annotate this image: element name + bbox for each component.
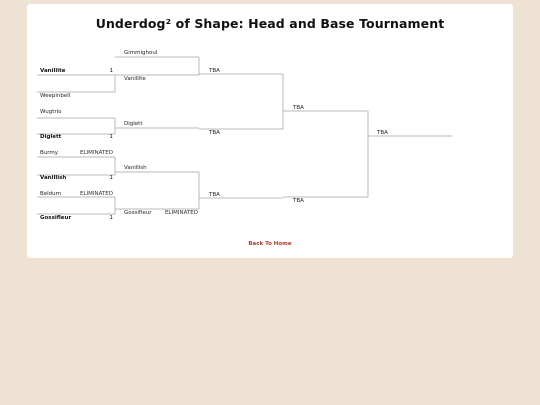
r1-name-8: Gossifleur — [40, 215, 72, 221]
r2-status-5: ELIMINATED — [164, 210, 198, 216]
r1-seed-1: 1 — [109, 68, 114, 74]
r1-name-6: Vanillish — [40, 175, 67, 181]
r2-name-4: Vanillish — [124, 165, 147, 171]
r1-name-7: Beldum — [40, 191, 62, 197]
r3-name-3: TBA — [209, 192, 220, 198]
r1-seed-8: 1 — [109, 215, 114, 221]
r1-name-1: Vanillite — [40, 68, 66, 74]
r1-name-3: Wugtrio — [40, 109, 62, 115]
r1-seed-4: 1 — [109, 134, 114, 140]
r4-name-2: TBA — [293, 198, 304, 204]
bracket-lines — [37, 56, 452, 215]
r1-status-7: ELIMINATED — [79, 191, 113, 197]
r4-name-1: TBA — [293, 105, 304, 111]
r1-seed-6: 1 — [109, 175, 114, 181]
back-to-home-link[interactable]: Back To Home — [248, 241, 292, 247]
r2-name-1: Gimmighoul — [124, 50, 158, 56]
r2-name-3: Diglett — [124, 121, 143, 127]
bracket-card: Underdog² of Shape: Head and Base Tourna… — [27, 4, 513, 258]
r2-name-5: Gossifleur — [124, 210, 152, 216]
r1-name-4: Diglett — [40, 134, 62, 140]
r3-name-1: TBA — [209, 68, 220, 74]
r1-name-5: Burmy — [40, 150, 59, 156]
r3-name-2: TBA — [209, 130, 220, 136]
r2-name-2: Vanillite — [124, 76, 146, 82]
r1-status-5: ELIMINATED — [79, 150, 113, 156]
r1-name-2: Weepinbell — [40, 93, 71, 99]
final-name: TBA — [377, 130, 388, 136]
page-title: Underdog² of Shape: Head and Base Tourna… — [95, 16, 445, 31]
